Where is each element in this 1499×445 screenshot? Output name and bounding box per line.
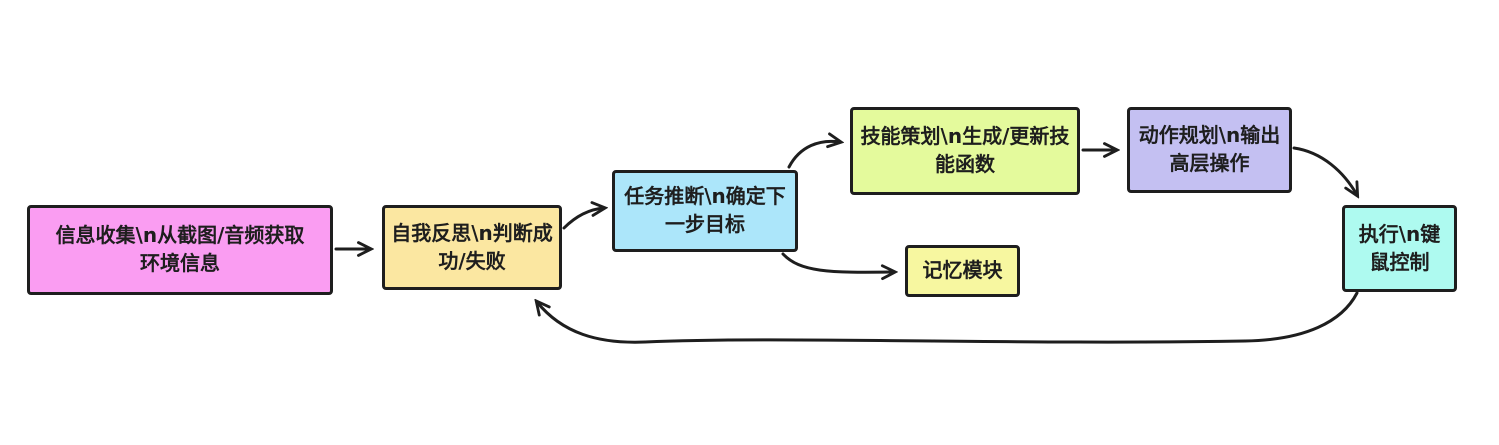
node-info-collection: 信息收集\n从截图/音频获取环境信息 xyxy=(27,205,333,295)
node-execution-label: 执行\n键鼠控制 xyxy=(1358,221,1441,274)
edge-infer-to-memory-arrow xyxy=(781,252,894,272)
node-self-reflection-label: 自我反思\n判断成功/失败 xyxy=(391,220,553,273)
node-task-inference-label: 任务推断\n确定下一步目标 xyxy=(624,184,786,236)
node-memory-module: 记忆模块 xyxy=(905,245,1020,297)
node-info-collection-label: 信息收集\n从截图/音频获取环境信息 xyxy=(55,223,305,275)
node-task-inference: 任务推断\n确定下一步目标 xyxy=(612,170,798,252)
node-action-planning-label: 动作规划\n输出高层操作 xyxy=(1138,123,1281,175)
node-self-reflection: 自我反思\n判断成功/失败 xyxy=(382,205,562,290)
edge-infer-to-skill-arrow xyxy=(787,141,840,169)
edge-reflect-to-infer-arrow xyxy=(562,208,604,230)
node-skill-curation-label: 技能策划\n生成/更新技能函数 xyxy=(860,124,1070,176)
node-memory-module-label: 记忆模块 xyxy=(922,258,1003,283)
node-execution: 执行\n键鼠控制 xyxy=(1342,205,1457,292)
node-action-planning: 动作规划\n输出高层操作 xyxy=(1127,107,1292,193)
edge-execute-to-reflect-feedback-arrow xyxy=(537,291,1359,344)
edge-action-to-execute-arrow xyxy=(1292,146,1357,195)
node-skill-curation: 技能策划\n生成/更新技能函数 xyxy=(850,107,1080,195)
